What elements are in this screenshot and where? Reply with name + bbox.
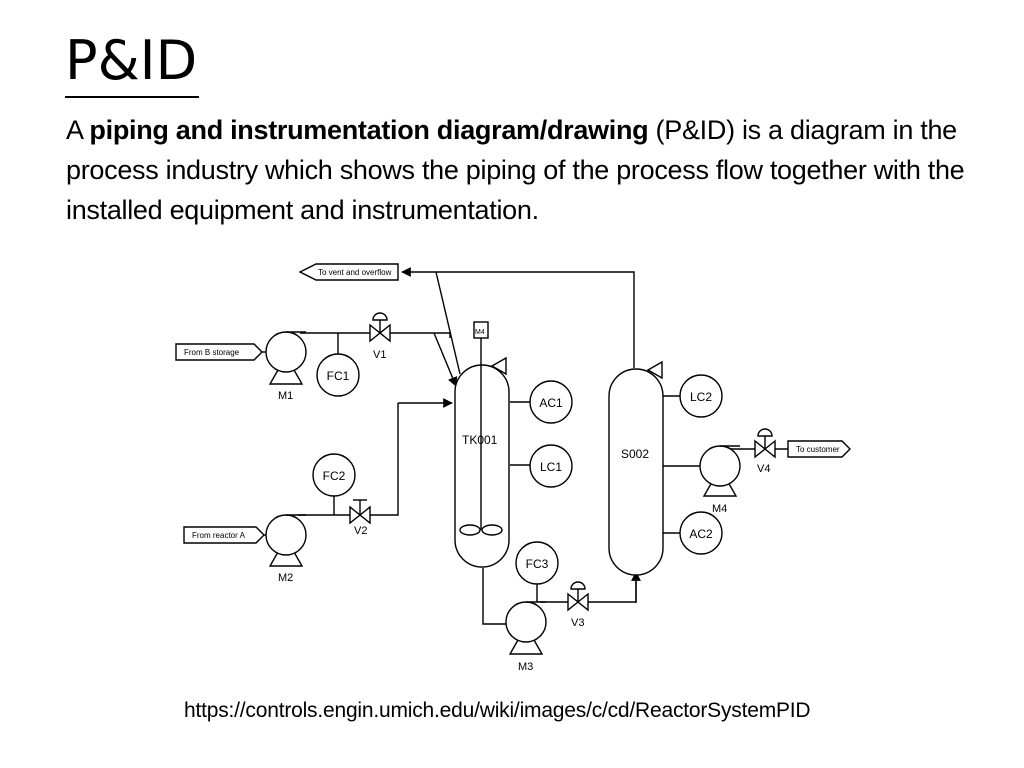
valve-v1-label: V1 bbox=[373, 349, 386, 361]
slide-description: A piping and instrumentation diagram/dra… bbox=[66, 110, 986, 230]
instrument-fc3-label: FC3 bbox=[526, 557, 549, 571]
pump-m2-label: M2 bbox=[278, 572, 293, 584]
instrument-fc2-label: FC2 bbox=[323, 469, 346, 483]
vessel-s002: S002 bbox=[608, 360, 664, 576]
instrument-lc2-label: LC2 bbox=[690, 390, 712, 404]
motor-m4-label: M4 bbox=[475, 329, 485, 336]
vessel-tk001-label: TK001 bbox=[462, 433, 498, 447]
pump-m4-label: M4 bbox=[712, 503, 727, 515]
valve-v2: V2 bbox=[349, 499, 371, 537]
instrument-fc2: FC2 bbox=[312, 453, 356, 497]
instrument-ac2-label: AC2 bbox=[689, 527, 713, 541]
description-suffix: (P&ID) is a diagram in the process indus… bbox=[66, 115, 965, 225]
instrument-fc3: FC3 bbox=[515, 541, 559, 585]
flag-reactor-a: From reactor A bbox=[183, 526, 265, 544]
vessel-tk001: M4 TK001 bbox=[454, 321, 510, 568]
pump-m3-label: M3 bbox=[518, 661, 533, 673]
instrument-lc1: LC1 bbox=[529, 444, 573, 488]
pump-m2: M2 bbox=[265, 514, 307, 584]
valve-v4: V4 bbox=[754, 428, 776, 475]
source-url: https://controls.engin.umich.edu/wiki/im… bbox=[184, 699, 811, 722]
description-bold-term: piping and instrumentation diagram/drawi… bbox=[89, 115, 649, 145]
pump-m4: M4 bbox=[699, 445, 741, 515]
instrument-fc1: FC1 bbox=[316, 353, 360, 397]
flag-vent: To vent and overflow bbox=[298, 263, 399, 281]
instrument-ac2: AC2 bbox=[679, 511, 723, 555]
instrument-lc1-label: LC1 bbox=[540, 460, 562, 474]
pump-m1: M1 bbox=[265, 331, 307, 402]
valve-v3: V3 bbox=[567, 581, 589, 629]
instrument-lc2: LC2 bbox=[679, 374, 723, 418]
instrument-fc1-label: FC1 bbox=[327, 369, 350, 383]
pump-m1-label: M1 bbox=[278, 390, 293, 402]
description-prefix: A bbox=[66, 115, 90, 145]
valve-v3-label: V3 bbox=[571, 617, 584, 629]
flag-customer: To customer bbox=[787, 440, 851, 458]
flag-b-storage: From B storage bbox=[175, 343, 263, 361]
instrument-ac1-label: AC1 bbox=[539, 396, 563, 410]
flag-customer-label: To customer bbox=[796, 445, 840, 454]
valve-v4-label: V4 bbox=[757, 463, 770, 475]
flag-reactor-a-label: From reactor A bbox=[192, 531, 246, 540]
valve-v2-label: V2 bbox=[354, 525, 367, 537]
vessel-s002-label: S002 bbox=[621, 447, 649, 461]
slide-title: P&ID bbox=[65, 26, 200, 98]
pump-m3: M3 bbox=[505, 601, 547, 673]
flag-vent-label: To vent and overflow bbox=[318, 268, 392, 277]
valve-v1: V1 bbox=[369, 312, 391, 361]
instrument-ac1: AC1 bbox=[529, 380, 573, 424]
flag-b-storage-label: From B storage bbox=[184, 348, 240, 357]
piping bbox=[260, 267, 788, 625]
